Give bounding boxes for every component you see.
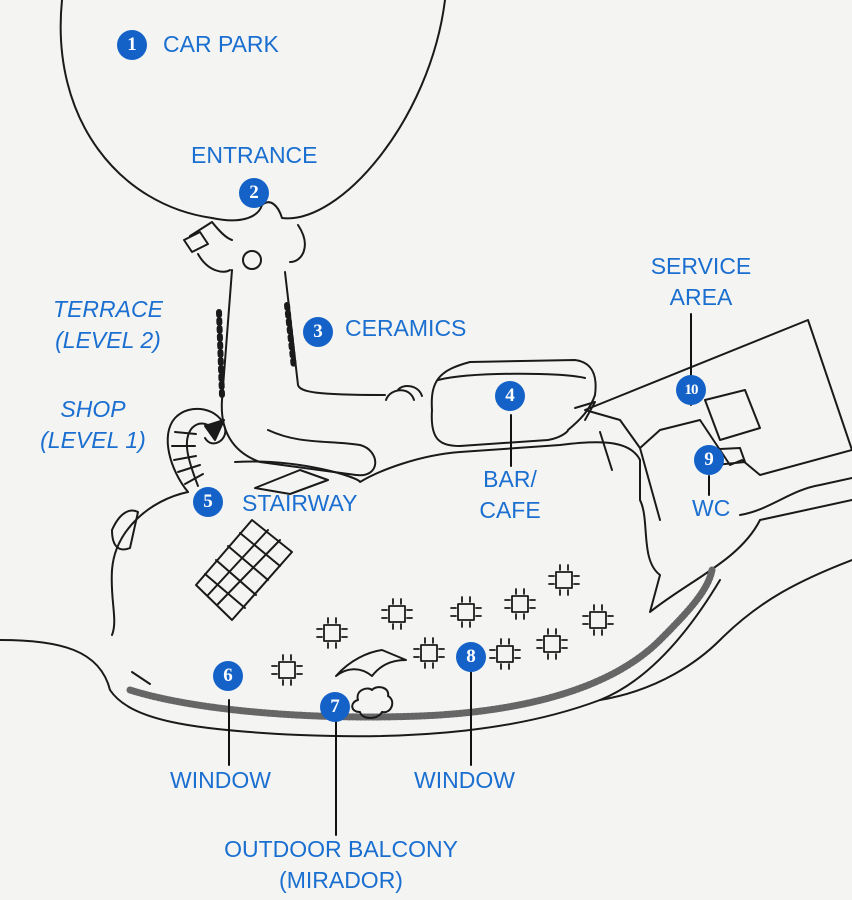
ceramics-door [385,385,423,401]
entrance-label: ENTRANCE [191,142,318,168]
balcony-planter [351,686,394,719]
car-park-label: CAR PARK [163,31,279,57]
bar-cafe-label-line2: CAFE [479,497,541,523]
marker-7: 7 [320,692,350,722]
stairway-bench [254,469,329,495]
service-area-label-line1: SERVICE [650,253,752,279]
entrance-passage [189,221,306,273]
ceramics-dots-left [216,309,225,398]
spiral-stair-treads [171,431,204,485]
ceramics-corridor [220,269,386,477]
bar-cafe-outline [430,359,597,447]
entrance-steps [183,231,209,253]
terrace-label-line2: (LEVEL 2) [55,327,161,353]
marker-3: 3 [303,317,333,347]
marker-1: 1 [117,30,147,60]
leader-lines [228,313,710,836]
marker-6: 6 [213,661,243,691]
outdoor-balcony-label: OUTDOOR BALCONY (MIRADOR) [186,834,496,896]
service-area-label-line2: AREA [669,284,733,310]
window-right-label: WINDOW [414,767,515,793]
marker-2: 2 [239,178,269,208]
shop-label-line2: (LEVEL 1) [40,427,146,453]
hall-side-box [111,509,139,551]
spiral-stair [166,408,227,493]
shop-grid [195,519,293,621]
bar-spike [574,401,596,421]
main-hall-west [110,491,189,636]
bar-counter [437,372,586,381]
marker-10: 10 [676,375,706,405]
marker-9: 9 [694,445,724,475]
marker-5: 5 [193,487,223,517]
window-left-label: WINDOW [170,767,271,793]
stairway-label: STAIRWAY [242,490,358,516]
shop-label: SHOP (LEVEL 1) [28,394,158,456]
balcony-rail-hatch [126,566,716,721]
tables [271,564,614,686]
marker-4: 4 [495,381,525,411]
coastline [599,477,852,701]
service-rooms [599,389,761,521]
bar-cafe-label: BAR/ CAFE [460,464,560,526]
outdoor-balcony-label-line2: (MIRADOR) [279,867,403,893]
service-area-outline [584,319,852,476]
main-hall-outline [0,441,852,738]
wc-label: WC [692,495,731,521]
balcony-triangle [335,649,407,677]
shop-label-line1: SHOP [60,396,126,422]
ceramics-dots-right [284,302,297,371]
ceramics-label: CERAMICS [345,315,467,341]
terrace-label-line1: TERRACE [53,296,163,322]
bar-cafe-label-line1: BAR/ [483,466,537,492]
marker-8: 8 [456,642,486,672]
terrace-label: TERRACE (LEVEL 2) [38,294,178,356]
window-ledge-left [131,671,151,685]
stair-arrow [204,419,225,441]
entrance-circle [242,250,262,270]
outdoor-balcony-label-line1: OUTDOOR BALCONY [224,836,458,862]
service-area-label: SERVICE AREA [636,251,766,313]
